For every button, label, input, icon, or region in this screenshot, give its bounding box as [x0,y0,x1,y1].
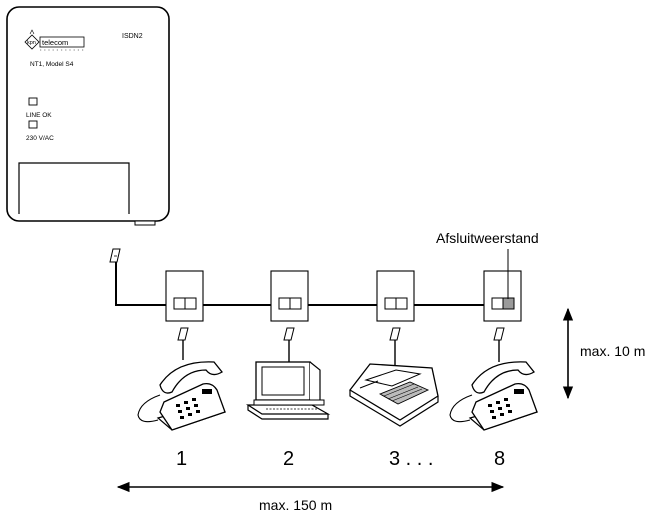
kpn-logo: kpn telecom [24,29,85,51]
device-number-2: 2 [283,448,294,470]
max-length-label: max. 150 m [259,497,332,513]
device-number-1: 1 [176,448,187,470]
isdn2-label: ISDN2 [122,33,143,40]
nt1-device: kpn telecom ISDN2 NT1, Model S4 LINE OK … [6,6,170,226]
wall-socket-2 [270,270,309,322]
model-name: NT1, Model S4 [30,61,74,68]
logo-telecom-text: telecom [42,38,68,47]
telephone-icon [449,361,539,431]
telephone-icon [137,361,227,431]
device-number-8: 8 [494,448,505,470]
fax-machine-icon [349,363,439,427]
device-number-3: 3 . . . [389,448,433,470]
line-ok-label: LINE OK [26,112,52,119]
wall-socket-terminated [483,270,522,322]
power-led [28,120,38,129]
power-label: 230 V/AC [26,135,54,142]
wall-socket-1 [165,270,204,322]
line-ok-led [28,97,38,106]
plug-cord-3 [389,327,401,365]
wall-socket-3 [376,270,415,322]
max-height-label: max. 10 m [580,343,645,359]
plug-cord-1 [177,327,189,360]
logo-kpn-text: kpn [27,40,36,46]
computer-icon [245,361,331,420]
terminator-resistor [502,297,515,310]
device-cover-panel [18,162,130,214]
plug-cord-4 [493,327,505,362]
terminator-label: Afsluitweerstand [436,230,539,246]
plug-cord-2 [283,327,295,362]
